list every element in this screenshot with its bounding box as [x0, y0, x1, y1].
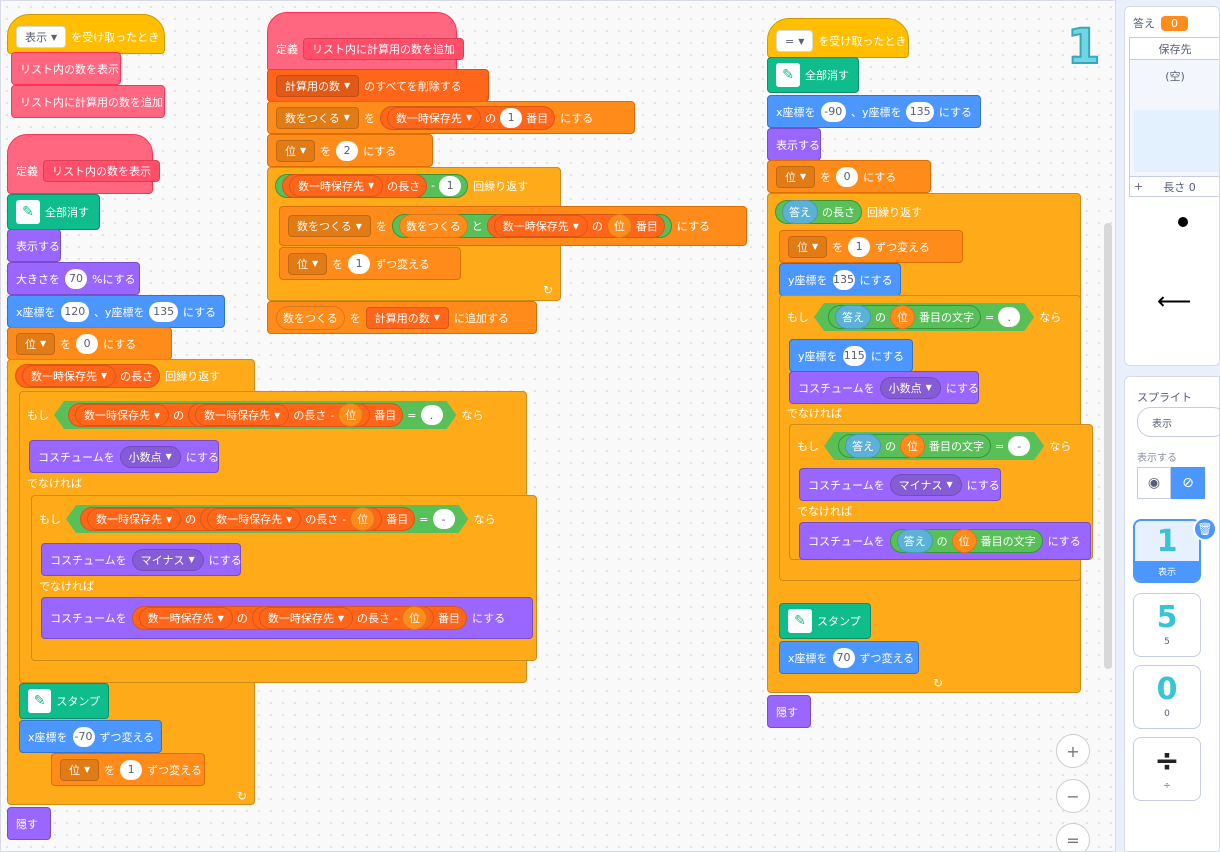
list-area: [1134, 110, 1219, 172]
hide2-block[interactable]: 隠す: [767, 695, 811, 728]
char-eq-dash-condition[interactable]: 答えの位番目の文字 =-: [824, 432, 1044, 460]
list-length-reporter[interactable]: 数一時保存先▼の長さ: [15, 363, 161, 388]
show2-block[interactable]: 表示する: [767, 128, 821, 161]
add-to-list-block[interactable]: 数をつくるを 計算用の数▼に追加する: [267, 301, 537, 334]
else-label: でなければ: [27, 477, 82, 490]
zoom-out-icon[interactable]: −: [1056, 779, 1090, 813]
else-d-inner-label: でなければ: [797, 505, 852, 518]
costume-item-block[interactable]: コスチュームを 数一時保存先▼の 数一時保存先▼の長さ-位 番目 にする: [41, 597, 533, 639]
size-input[interactable]: 70: [65, 268, 87, 289]
list-empty: (空): [1165, 70, 1185, 83]
list-title: 保存先: [1130, 38, 1219, 60]
loop-arrow-icon: ↻: [933, 676, 944, 690]
eye-icon[interactable]: ◉: [1137, 467, 1171, 499]
if-inner-header: もし 数一時保存先▼の 数一時保存先▼の長さ-位 番目 =- なら: [31, 497, 537, 541]
loop-arrow-icon: ↻: [543, 283, 554, 297]
zoom-in-icon[interactable]: +: [1056, 734, 1090, 768]
pen-clear-block[interactable]: ✎ 全部消す: [7, 194, 100, 230]
if-d-header: もし 答えの位番目の文字 =. なら: [779, 297, 1081, 337]
add-item-icon[interactable]: +: [1134, 180, 1144, 193]
y-input[interactable]: 135: [149, 301, 178, 322]
delete-sprite-icon[interactable]: 🗑: [1193, 517, 1217, 541]
value-input[interactable]: 0: [76, 333, 99, 354]
define-show-hat[interactable]: 定義 リスト内の数を表示: [7, 134, 160, 194]
list-footer: +長さ 0: [1130, 176, 1219, 196]
call-add-list[interactable]: リスト内に計算用の数を追加: [11, 85, 165, 118]
costume-decimal2-block[interactable]: コスチュームを小数点▼にする: [789, 371, 979, 404]
pen-icon: ✎: [28, 689, 52, 713]
equals-condition[interactable]: 数一時保存先▼の 数一時保存先▼の長さ-位 番目 =.: [54, 401, 457, 429]
char-eq-dot-condition[interactable]: 答えの位番目の文字 =.: [814, 303, 1034, 331]
hat-label: を受け取ったとき: [71, 31, 160, 44]
costume-decimal-block[interactable]: コスチュームを小数点▼にする: [29, 440, 219, 473]
x-input[interactable]: 120: [60, 301, 89, 322]
define-add-hat[interactable]: 定義 リスト内に計算用の数を追加: [267, 12, 464, 72]
repeat2-header: 数一時保存先▼の長さ-1 回繰り返す: [267, 169, 561, 202]
pen-icon: ✎: [788, 609, 812, 633]
code-workspace[interactable]: 表示▼ を受け取ったとき リスト内の数を表示 リスト内に計算用の数を追加 定義 …: [0, 0, 1116, 852]
costume-minus-block[interactable]: コスチュームをマイナス▼にする: [41, 543, 242, 576]
proc-name: リスト内の数を表示: [43, 160, 160, 182]
eye-off-icon[interactable]: ⊘: [1171, 467, 1205, 499]
sprite-name-input[interactable]: 表示: [1137, 407, 1220, 437]
call-show-list[interactable]: リスト内の数を表示: [11, 52, 121, 85]
when-receive-hat[interactable]: 表示▼ を受け取ったとき: [7, 14, 165, 54]
costume-char-block[interactable]: コスチュームを 答えの位番目の文字 にする: [799, 522, 1091, 560]
list-monitor[interactable]: 保存先 (空) +長さ 0: [1129, 37, 1219, 197]
else-inner-label: でなければ: [39, 580, 94, 593]
show-label: 表示する: [1137, 453, 1177, 464]
arrow-sprite: ⟵: [1157, 287, 1192, 315]
stamp2-block[interactable]: ✎スタンプ: [779, 603, 871, 639]
sprite-tile-div[interactable]: ÷÷: [1133, 737, 1201, 801]
define-label: 定義: [16, 165, 38, 178]
pen-icon: ✎: [16, 200, 40, 224]
pen-clear2-block[interactable]: ✎全部消す: [767, 57, 859, 93]
loop-arrow-icon: ↻: [237, 789, 248, 803]
workspace-scrollbar[interactable]: [1104, 223, 1112, 669]
pen-icon: ✎: [776, 63, 800, 87]
if-header: もし 数一時保存先▼の 数一時保存先▼の長さ-位 番目 =. なら: [19, 393, 527, 437]
if-d-inner-header: もし 答えの位番目の文字 =- なら: [789, 426, 1091, 466]
var-dropdown[interactable]: 位▼: [16, 332, 56, 355]
set-join-block[interactable]: 数をつくる▼を 数をつくると 数一時保存先▼の位番目 にする: [279, 206, 747, 246]
repeat-header: 数一時保存先▼の長さ 回繰り返す: [7, 359, 255, 392]
else-d-label: でなければ: [787, 407, 842, 420]
set-y-block[interactable]: x座標をy座標を135にする: [779, 263, 901, 296]
sprite-preview-digit: 1: [1066, 19, 1101, 75]
stamp-block[interactable]: ✎スタンプ: [19, 683, 109, 719]
delete-all-block[interactable]: 計算用の数▼のすべてを削除する: [267, 69, 489, 102]
hide-block[interactable]: 隠す: [7, 807, 51, 840]
costume-minus2-block[interactable]: コスチュームをマイナス▼にする: [799, 468, 1001, 501]
sprite-title: スプライト: [1137, 391, 1192, 404]
repeat3-header: 答えの長さ回繰り返す: [767, 195, 967, 228]
equals-dash-condition[interactable]: 数一時保存先▼の 数一時保存先▼の長さ-位 番目 =-: [66, 505, 469, 533]
sprite-tile-1[interactable]: 1 表示 🗑: [1133, 517, 1217, 583]
when-receive-eq-hat[interactable]: =▼を受け取ったとき: [767, 18, 909, 58]
dot-sprite: [1178, 217, 1188, 227]
zoom-reset-icon[interactable]: =: [1056, 823, 1090, 851]
show-block[interactable]: 表示する: [7, 229, 61, 262]
message-dropdown[interactable]: 表示▼: [16, 26, 67, 48]
